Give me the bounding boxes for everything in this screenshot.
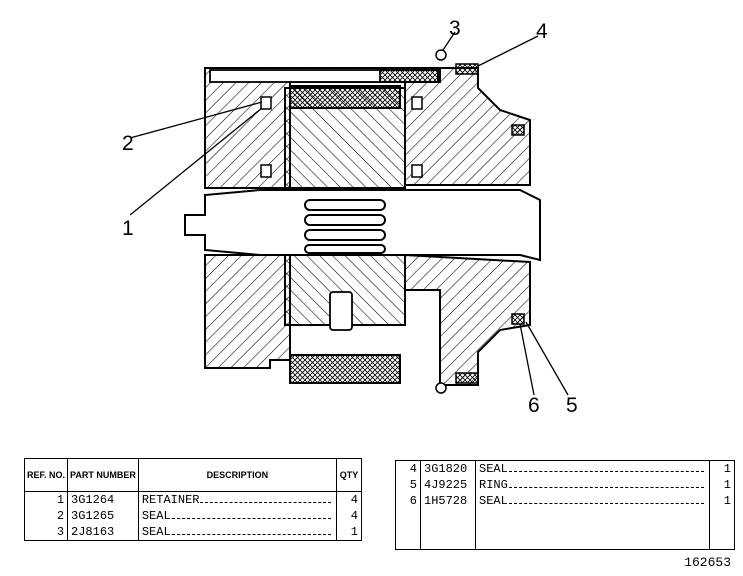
callout-2: 2 [122, 132, 134, 155]
callout-5: 5 [566, 394, 578, 417]
shaft-bore [184, 189, 541, 262]
row-ref: 4 [395, 460, 421, 478]
row-description: SEAL [141, 525, 171, 539]
table-row: 1 3G1264 RETAINER 4 [23, 491, 362, 508]
drawing-number: 162653 [684, 555, 731, 570]
row-part-number: 3G1820 [420, 460, 476, 478]
header-qty: QTY [336, 458, 362, 492]
row-qty: 4 [336, 491, 362, 508]
row-qty: 4 [336, 508, 362, 524]
row-part-number: 2J8163 [67, 524, 139, 541]
bolt [209, 69, 439, 83]
row-description: RETAINER [141, 493, 200, 507]
retainers [260, 96, 423, 178]
leader-lines [129, 31, 569, 396]
header-part-number: PART NUMBER [67, 458, 139, 492]
header-ref-no: REF. NO. [23, 458, 69, 492]
o-ring-balls [435, 49, 447, 394]
row-ref: 5 [395, 477, 421, 494]
parts-table-left: REF. NO. PART NUMBER DESCRIPTION QTY 1 3… [23, 458, 362, 541]
row-qty: 1 [709, 477, 735, 494]
callout-4: 4 [536, 20, 548, 43]
table-row: 2 3G1265 SEAL 4 [23, 508, 362, 524]
table-row-empty [395, 509, 735, 550]
row-ref: 1 [23, 491, 69, 508]
row-description: SEAL [141, 509, 171, 523]
callout-1: 1 [122, 217, 134, 240]
table-row: 6 1H5728 SEAL 1 [395, 493, 735, 510]
row-description: RING [479, 478, 508, 493]
table-row: 4 3G1820 SEAL 1 [395, 460, 735, 478]
row-qty: 1 [709, 460, 735, 478]
row-ref: 3 [23, 524, 69, 541]
row-part-number: 4J9225 [420, 477, 476, 494]
callout-6: 6 [528, 394, 540, 417]
row-ref: 6 [395, 493, 421, 510]
callout-3: 3 [449, 17, 461, 40]
table-row: 3 2J8163 SEAL 1 [23, 524, 362, 541]
row-qty: 1 [336, 524, 362, 541]
row-description: SEAL [479, 462, 508, 476]
row-part-number: 3G1265 [67, 508, 139, 524]
row-qty: 1 [709, 493, 735, 510]
seals [455, 63, 525, 384]
parts-table-right: 4 3G1820 SEAL 1 5 4J9225 RING 1 6 1H5728… [395, 460, 735, 550]
row-part-number: 3G1264 [67, 491, 139, 508]
pin [329, 291, 353, 331]
center-gear [284, 85, 406, 384]
cross-section-drawing: 2 1 3 4 6 5 [122, 17, 578, 417]
row-description: SEAL [479, 494, 508, 509]
table-row: 5 4J9225 RING 1 [395, 477, 735, 494]
row-part-number: 1H5728 [420, 493, 476, 510]
row-ref: 2 [23, 508, 69, 524]
header-description: DESCRIPTION [137, 458, 338, 492]
housing-right [404, 67, 531, 386]
